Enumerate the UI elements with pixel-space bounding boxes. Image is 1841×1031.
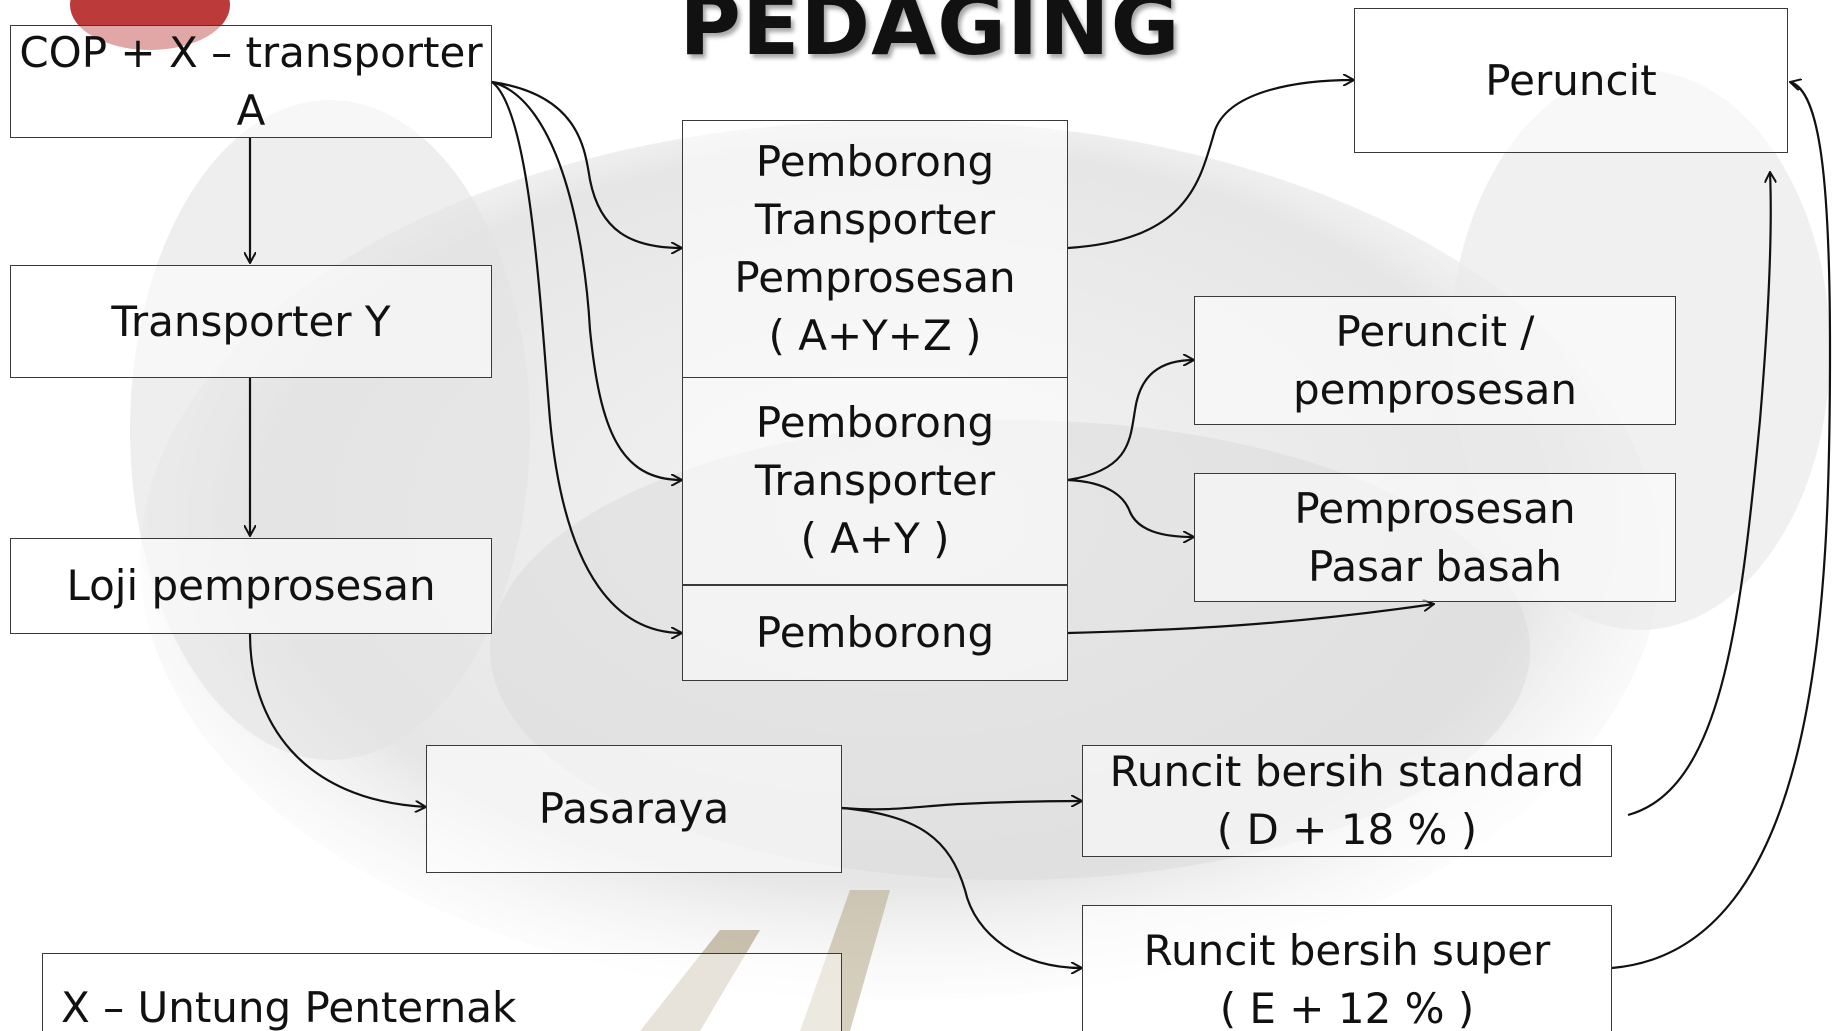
edge-pemborong-tp-to-peruncit [1067, 80, 1354, 250]
legend-box: X – Untung Penternak [42, 953, 842, 1031]
edge-loji-to-pasaraya [248, 633, 426, 807]
edge-pemborong-to-pemprosesan-pasar [1067, 604, 1434, 635]
pasaraya-box: Pasaraya [426, 745, 842, 873]
runcit-bersih-super-box: Runcit bersih super ( E + 12 % ) [1082, 905, 1612, 1031]
pemborong-box: Pemborong [682, 585, 1068, 681]
runcit-bersih-standard-box: Runcit bersih standard ( D + 18 % ) [1082, 745, 1612, 857]
edge-cop-to-pemborong [491, 81, 682, 633]
peruncit-pemprosesan-box: Peruncit / pemprosesan [1194, 296, 1676, 425]
pemprosesan-pasar-basah-box: Pemprosesan Pasar basah [1194, 473, 1676, 602]
edge-runcit-standard-to-peruncit [1627, 172, 1771, 817]
edge-runcit-super-to-peruncit [1611, 82, 1832, 970]
edge-pasaraya-to-runcit-super [841, 806, 1082, 968]
peruncit-box: Peruncit [1354, 8, 1788, 153]
pemborong-transporter-box: Pemborong Transporter ( A+Y ) [682, 378, 1068, 585]
edge-pasaraya-to-runcit-standard [841, 801, 1082, 811]
loji-pemprosesan-box: Loji pemprosesan [10, 538, 492, 634]
edge-pemborong-t-to-peruncit-pemprosesan [1067, 360, 1194, 482]
pemborong-transporter-pemprosesan-box: Pemborong Transporter Pemprosesan ( A+Y+… [682, 120, 1068, 378]
edge-pemborong-t-to-pemprosesan-pasar [1067, 478, 1194, 537]
edge-cop-to-pemborong-tp [491, 80, 682, 248]
edge-cop-to-pemborong-t [491, 80, 682, 480]
diagram-title: PEDAGING [679, 0, 1181, 74]
transporter-y-box: Transporter Y [10, 265, 492, 378]
cop-transporter-box: COP + X – transporter A [10, 25, 492, 138]
